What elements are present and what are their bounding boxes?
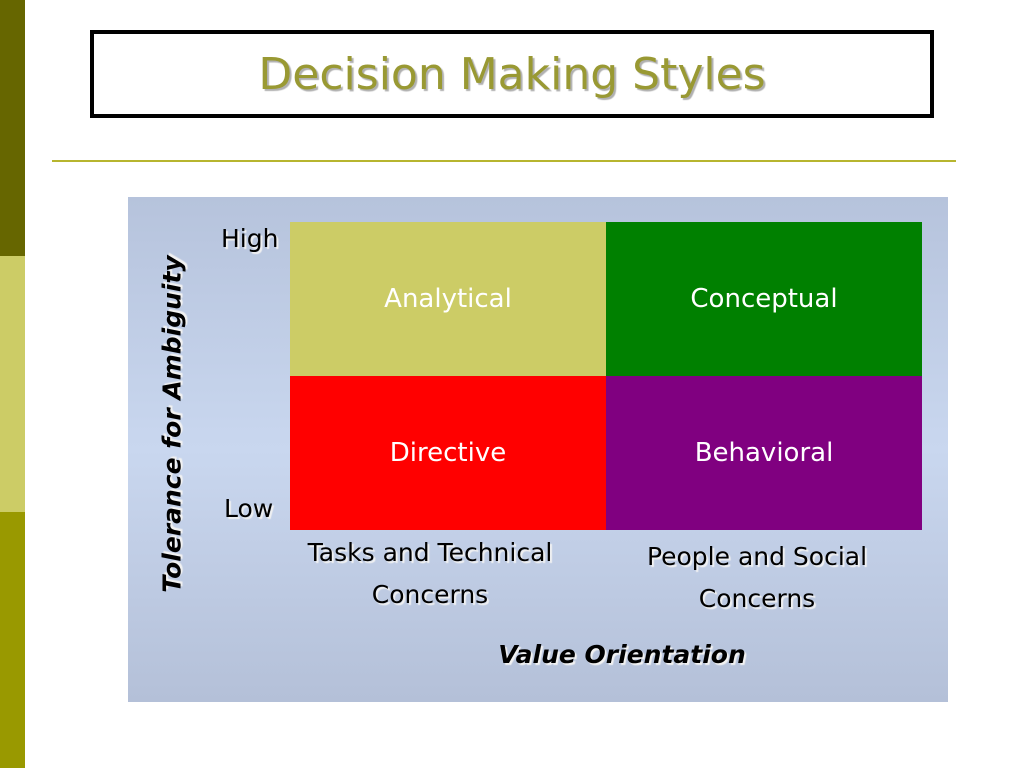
side-accent-bar-top <box>0 0 25 256</box>
y-axis-high-label: High <box>221 224 279 253</box>
column-label-tasks-line1: Tasks and Technical <box>307 538 553 567</box>
quadrant-conceptual: Conceptual <box>606 222 922 376</box>
quadrant-behavioral-label: Behavioral <box>694 438 834 468</box>
column-label-people-line2: Concerns <box>698 584 816 613</box>
slide-title: Decision Making Styles <box>258 48 766 100</box>
column-label-tasks: Tasks and Technical Concerns <box>270 532 590 616</box>
column-label-people: People and Social Concerns <box>597 536 917 620</box>
y-axis-title: Tolerance for Ambiguity <box>157 255 187 593</box>
quadrant-directive: Directive <box>290 376 606 530</box>
quadrant-analytical-label: Analytical <box>384 284 512 314</box>
title-box: Decision Making Styles <box>90 30 934 118</box>
side-accent-bar-middle <box>0 256 25 512</box>
quadrant-directive-label: Directive <box>389 438 507 468</box>
quadrant-behavioral: Behavioral <box>606 376 922 530</box>
side-accent-bar-bottom <box>0 512 25 768</box>
quadrant-conceptual-label: Conceptual <box>690 284 838 314</box>
column-label-people-line1: People and Social <box>646 542 868 571</box>
title-divider <box>52 160 956 162</box>
quadrant-analytical: Analytical <box>290 222 606 376</box>
y-axis-low-label: Low <box>224 494 274 523</box>
x-axis-title: Value Orientation <box>498 640 746 669</box>
column-label-tasks-line2: Concerns <box>371 580 489 609</box>
